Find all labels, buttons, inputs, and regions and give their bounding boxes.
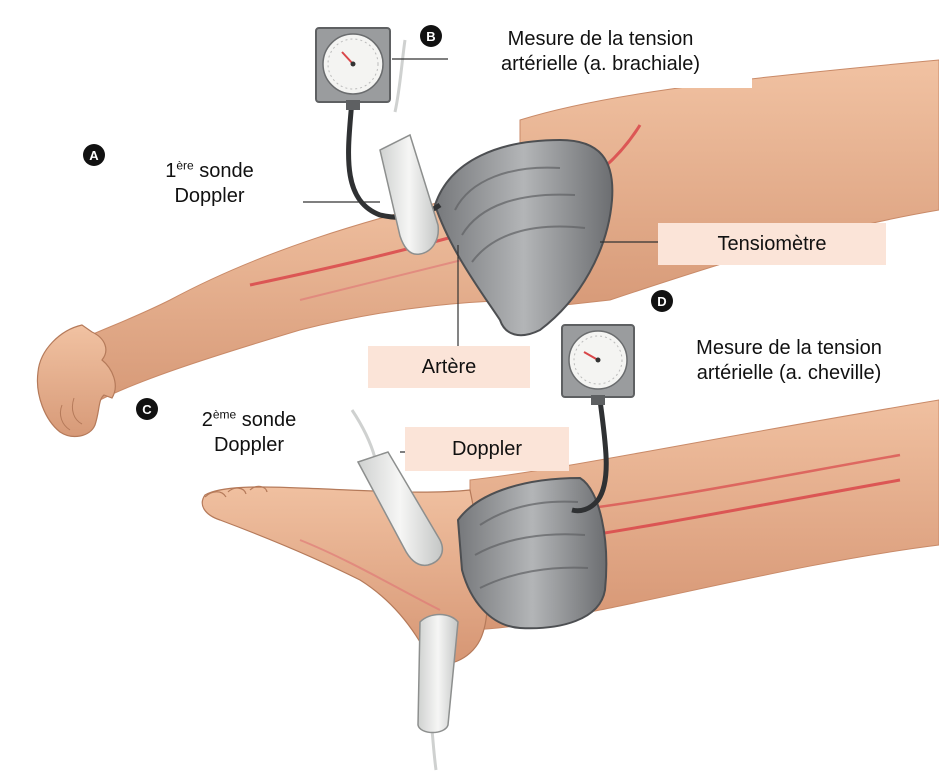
label-ankle-pressure: Mesure de la tension artérielle (a. chev… xyxy=(658,325,920,397)
label-first-rest: sonde xyxy=(194,160,254,182)
label-first-doppler-probe-line1: 1ère sonde xyxy=(165,159,254,184)
label-tensiometer: Tensiomètre xyxy=(658,223,886,265)
label-brachial-pressure-line2: artérielle (a. brachiale) xyxy=(501,52,700,77)
label-second-rest: sonde xyxy=(236,409,296,431)
arm-cuff xyxy=(435,140,612,335)
label-first-doppler-probe-line2: Doppler xyxy=(174,184,244,209)
marker-b: B xyxy=(420,25,442,47)
label-tensiometer-text: Tensiomètre xyxy=(718,232,827,257)
label-second-sup: ème xyxy=(213,407,236,421)
arm-gauge xyxy=(316,28,390,110)
leg-cuff xyxy=(458,478,606,628)
leg-gauge xyxy=(562,325,634,405)
label-artery-text: Artère xyxy=(422,355,476,380)
label-first-doppler-probe: 1ère sonde Doppler xyxy=(116,148,303,220)
label-brachial-pressure-line1: Mesure de la tension xyxy=(508,27,694,52)
label-first-num: 1 xyxy=(165,160,176,182)
label-second-num: 2 xyxy=(202,409,213,431)
label-first-sup: ère xyxy=(176,158,193,172)
label-doppler: Doppler xyxy=(405,427,569,471)
marker-c: C xyxy=(136,398,158,420)
label-second-doppler-probe-line2: Doppler xyxy=(214,433,284,458)
leg-doppler-probe-2 xyxy=(418,615,458,733)
label-artery: Artère xyxy=(368,346,530,388)
marker-d: D xyxy=(651,290,673,312)
label-ankle-pressure-line1: Mesure de la tension xyxy=(696,336,882,361)
label-ankle-pressure-line2: artérielle (a. cheville) xyxy=(697,361,882,386)
label-doppler-text: Doppler xyxy=(452,437,522,462)
label-second-doppler-probe-line1: 2ème sonde xyxy=(202,408,297,433)
label-brachial-pressure: Mesure de la tension artérielle (a. brac… xyxy=(449,16,752,88)
label-second-doppler-probe: 2ème sonde Doppler xyxy=(168,397,330,469)
marker-a: A xyxy=(83,144,105,166)
